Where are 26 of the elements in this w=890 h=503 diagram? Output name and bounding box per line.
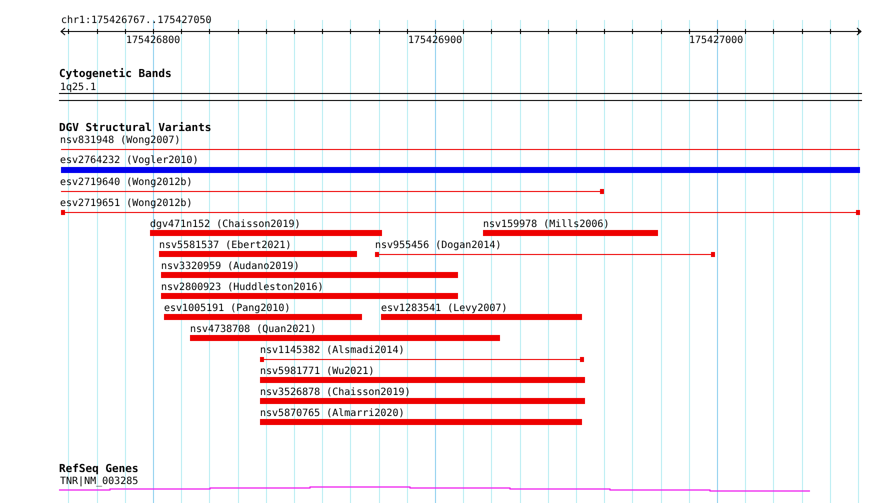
tick-label: 175426800: [126, 35, 180, 46]
track-title: RefSeq Genes: [59, 463, 138, 474]
variant-label: esv2719640 (Wong2012b): [60, 177, 192, 188]
variant-label: nsv5981771 (Wu2021): [260, 366, 374, 377]
variant-label: nsv2800923 (Huddleston2016): [161, 282, 324, 293]
variant-label: nsv159978 (Mills2006): [483, 219, 610, 230]
variant-label: nsv3526878 (Chaisson2019): [260, 387, 411, 398]
variant-label: nsv3320959 (Audano2019): [161, 261, 300, 272]
variant-label: nsv5870765 (Almarri2020): [260, 408, 404, 419]
variant-label: esv1283541 (Levy2007): [381, 303, 508, 314]
variant-label: nsv5581537 (Ebert2021): [159, 240, 292, 251]
track-title: Cytogenetic Bands: [59, 68, 172, 79]
variant-label: nsv831948 (Wong2007): [60, 135, 180, 146]
gene-label: TNR|NM_003285: [60, 476, 138, 487]
variant-label: dgv471n152 (Chaisson2019): [150, 219, 301, 230]
variant-label: nsv4738708 (Quan2021): [190, 324, 316, 335]
track-title: DGV Structural Variants: [59, 122, 212, 133]
coordinate-label: chr1:175426767..175427050: [61, 15, 212, 26]
variant-label: esv2719651 (Wong2012b): [60, 198, 192, 209]
tick-label: 175427000: [689, 35, 744, 46]
variant-label: nsv1145382 (Alsmadi2014): [260, 345, 404, 356]
band-label: 1q25.1: [60, 82, 96, 93]
variant-label: esv2764232 (Vogler2010): [60, 155, 198, 166]
tick-label: 175426900: [408, 35, 462, 46]
variant-label: esv1005191 (Pang2010): [164, 303, 290, 314]
variant-label: nsv955456 (Dogan2014): [375, 240, 502, 251]
